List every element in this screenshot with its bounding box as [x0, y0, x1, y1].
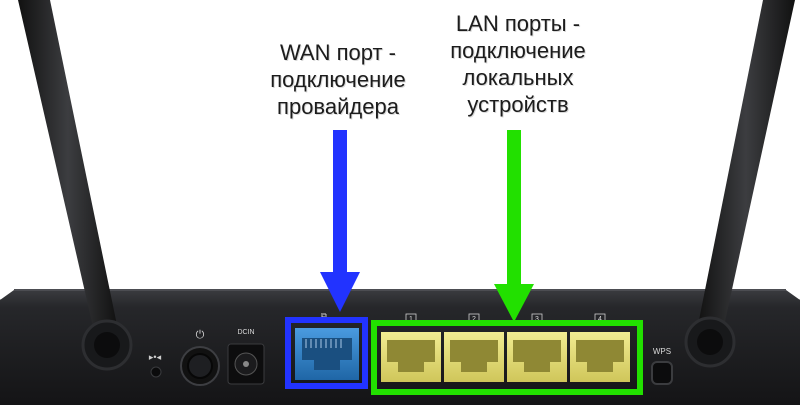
lan-ports: 1 2 3 4	[381, 313, 630, 382]
lan-port-number: 3	[535, 316, 539, 323]
left-antenna	[18, 0, 133, 371]
lan-port-number: 4	[598, 316, 602, 323]
lan-port-number: 1	[409, 316, 413, 323]
power-button[interactable]: ⏻	[180, 328, 220, 386]
wps-label: WPS	[653, 347, 671, 356]
dc-in-jack[interactable]: DCIN	[227, 329, 265, 385]
lan-port[interactable]	[444, 332, 504, 382]
reset-button[interactable]: ▸•◂	[149, 352, 162, 378]
wan-highlight	[285, 130, 368, 389]
right-antenna	[684, 0, 795, 368]
power-icon: ⏻	[196, 328, 205, 341]
lan-port[interactable]	[570, 332, 630, 382]
dcin-label: DCIN	[237, 329, 254, 336]
lan-port-number: 2	[472, 316, 476, 323]
wan-port[interactable]: ⧉	[295, 311, 359, 380]
lan-port[interactable]	[381, 332, 441, 382]
wan-icon: ⧉	[321, 311, 327, 320]
lan-port[interactable]	[507, 332, 567, 382]
lan-highlight	[371, 130, 643, 395]
reset-icon: ▸•◂	[149, 352, 162, 362]
wan-callout-label: WAN порт - подключение провайдера	[270, 40, 406, 119]
lan-callout-label: LAN порты - подключение локальных устрой…	[450, 11, 586, 117]
wps-button[interactable]: WPS	[651, 347, 673, 385]
